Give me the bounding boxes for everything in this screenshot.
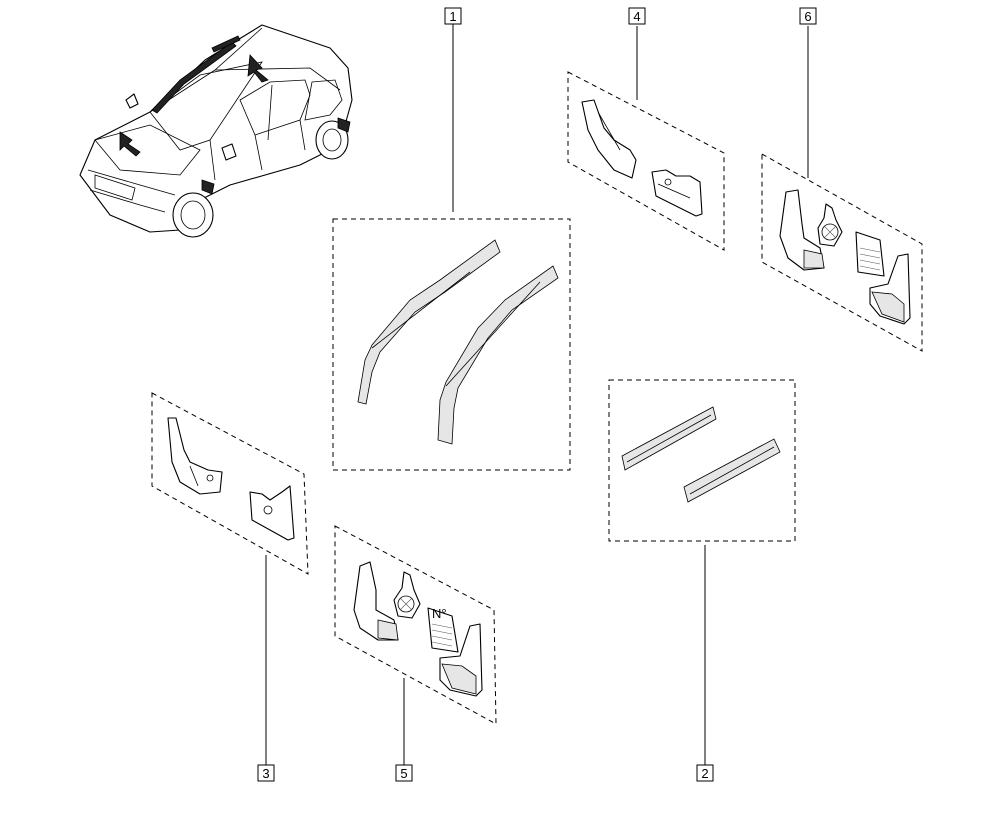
callout-2-label: 2 <box>701 766 708 781</box>
callout-2: 2 <box>696 764 714 782</box>
group-6-mud-flap-kit <box>761 26 923 352</box>
group-5-mud-flap-kit: N° <box>334 525 497 765</box>
car-illustration <box>79 24 353 238</box>
callout-1-label: 1 <box>449 9 456 24</box>
callout-4-label: 4 <box>633 9 640 24</box>
callout-6: 6 <box>799 7 817 25</box>
group-2-door-strips <box>608 379 796 765</box>
callout-3-label: 3 <box>262 766 269 781</box>
kit-leaflet-text: N° <box>432 606 447 621</box>
group-3-mud-flaps <box>151 392 309 765</box>
callout-6-label: 6 <box>804 9 811 24</box>
group-4-mud-flaps <box>567 26 725 251</box>
callout-3: 3 <box>257 764 275 782</box>
callout-5: 5 <box>395 764 413 782</box>
group-1-wind-deflectors <box>332 24 571 471</box>
callout-4: 4 <box>628 7 646 25</box>
callout-5-label: 5 <box>400 766 407 781</box>
callout-1: 1 <box>444 7 462 25</box>
